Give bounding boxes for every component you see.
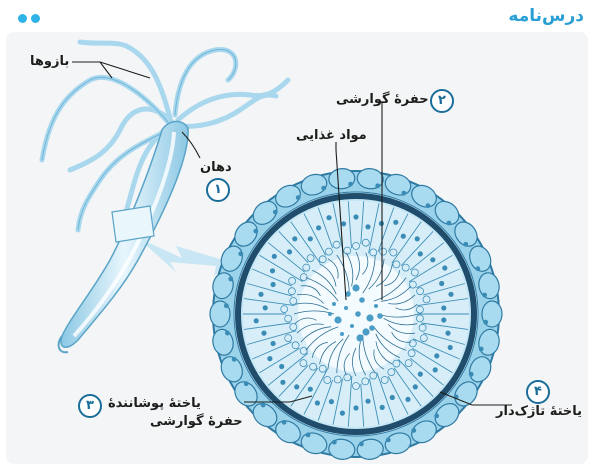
label-lining-cell-2: حفرهٔ گوارشی: [150, 414, 243, 430]
label-flagellate-cell: یاختهٔ تاژک‌دار: [496, 404, 582, 420]
label-digestive-cavity: حفرهٔ گوارشی: [336, 92, 429, 108]
header-dots: [18, 8, 44, 27]
page-title: درس‌نامه: [508, 6, 584, 26]
number-badge-1: ۱: [206, 178, 230, 202]
label-arms: بازوها: [30, 54, 69, 70]
cross-section: [210, 167, 502, 460]
number-badge-3: ۳: [78, 394, 102, 418]
number-badge-2: ۲: [430, 89, 454, 113]
cut-band: [112, 206, 154, 242]
label-food: مواد غذایی: [296, 128, 367, 144]
label-mouth: دهان: [200, 160, 232, 176]
number-badge-4: ۴: [526, 380, 550, 404]
label-lining-cell-1: یاختهٔ پوشانندهٔ: [108, 396, 201, 412]
